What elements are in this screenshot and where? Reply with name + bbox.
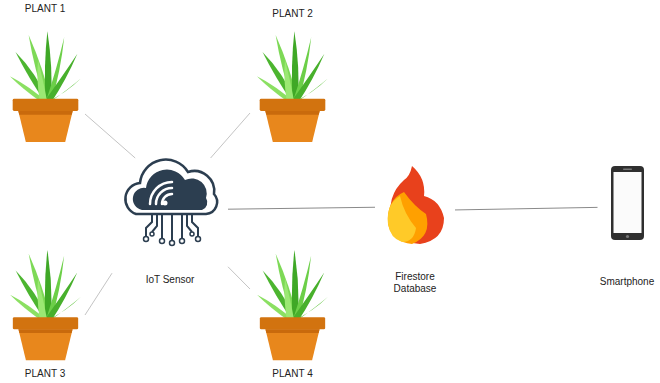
node-label: PLANT 2: [250, 8, 335, 20]
connector-line: [211, 113, 250, 158]
node-label: PLANT 4: [250, 368, 335, 380]
node-label: PLANT 3: [5, 368, 85, 380]
smartphone-icon: [611, 166, 644, 240]
connector-line: [455, 207, 598, 210]
plant-node: PLANT 1: [5, 3, 85, 151]
connector-line: [228, 267, 250, 289]
database-node: Firestore Database: [375, 160, 455, 295]
node-label: IoT Sensor: [112, 274, 228, 286]
plant-icon: [10, 31, 81, 142]
iot-cloud-icon: [125, 160, 217, 246]
plant-node: PLANT 3: [5, 250, 85, 380]
connector-line: [228, 207, 375, 209]
plant-icon: [257, 31, 328, 142]
plant-icon: [10, 250, 81, 360]
plant-icon: [257, 250, 328, 360]
plant-node: PLANT 4: [250, 250, 335, 380]
node-label: Smartphone: [598, 276, 657, 288]
node-label: PLANT 1: [5, 3, 85, 15]
iot-sensor-node: IoT Sensor: [112, 158, 228, 286]
firestore-icon: [388, 166, 444, 244]
connector-line: [85, 114, 135, 158]
node-label: Firestore Database: [385, 271, 445, 295]
plant-node: PLANT 2: [250, 8, 335, 148]
connector-line: [85, 273, 112, 315]
smartphone-node: Smartphone: [598, 160, 657, 288]
